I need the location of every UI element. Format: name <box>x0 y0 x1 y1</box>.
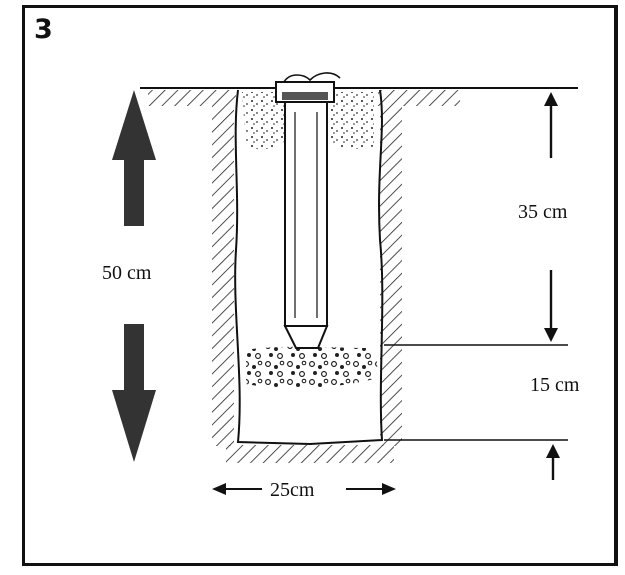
tube-handle <box>283 72 341 83</box>
pit-outline <box>234 89 384 446</box>
arrow-35cm-down-head <box>544 328 558 342</box>
tube-body <box>284 99 328 327</box>
arrow-up-large <box>112 90 156 226</box>
label-50cm: 50 cm <box>102 262 152 284</box>
arrow-25cm-right-head <box>382 483 396 495</box>
arrow-down-large <box>112 324 156 462</box>
arrow-25cm-left-head <box>212 483 226 495</box>
soil-hatch-surface-left <box>148 90 236 106</box>
soil-hatch-surface-right <box>378 90 460 106</box>
panel-number: 3 <box>34 14 53 45</box>
stone-layer <box>246 346 378 389</box>
soil-hatch-left-wall <box>212 106 234 446</box>
tube-tip <box>283 325 329 349</box>
label-15cm: 15 cm <box>530 374 580 396</box>
label-35cm: 35 cm <box>518 201 568 223</box>
arrow-35cm-up-head <box>544 92 558 106</box>
gravel-fill-top-right <box>324 92 374 149</box>
arrow-15cm-up-head <box>546 444 560 458</box>
tube-cap-band <box>282 92 328 100</box>
soil-hatch-right-wall <box>380 106 402 446</box>
soil-hatch-bottom <box>226 445 394 463</box>
gravel-fill-top-left <box>242 92 286 150</box>
label-25cm: 25cm <box>270 479 315 501</box>
